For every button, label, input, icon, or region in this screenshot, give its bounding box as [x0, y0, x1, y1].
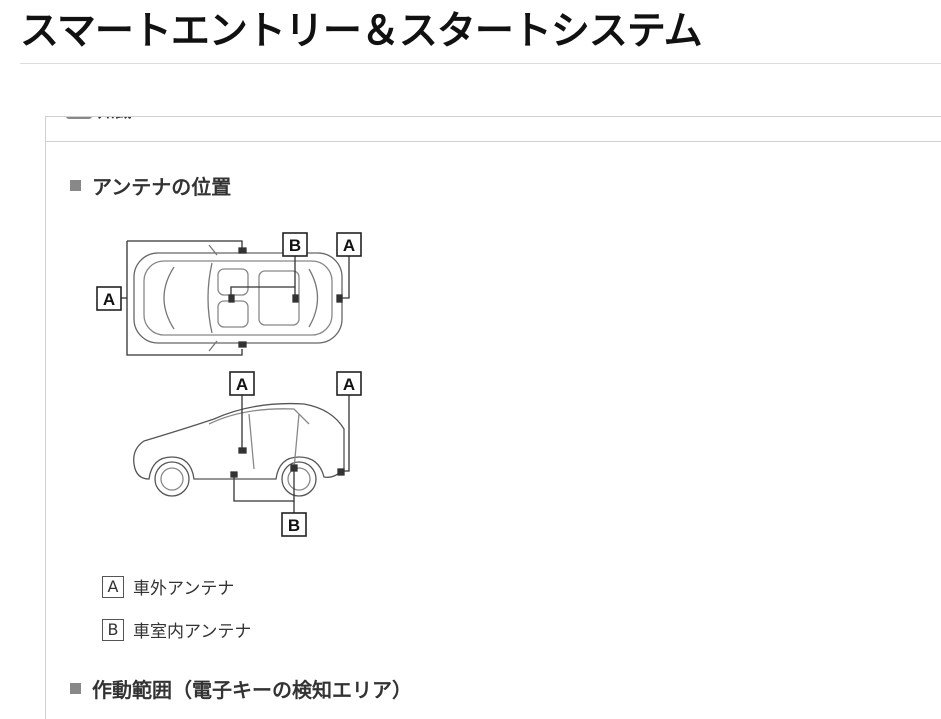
page-title: スマートエントリー＆スタートシステム — [20, 9, 703, 54]
square-bullet-icon — [70, 683, 81, 694]
legend-key-box: A — [102, 575, 124, 598]
svg-text:B: B — [289, 236, 301, 255]
svg-text:A: A — [343, 375, 355, 394]
legend-label: 車外アンテナ — [133, 579, 235, 599]
legend-item-a: A 車外アンテナ — [102, 574, 234, 599]
title-divider — [20, 63, 941, 64]
section-heading-operating-range: 作動範囲（電子キーの検知エリア） — [70, 674, 412, 703]
square-bullet-icon — [70, 180, 81, 191]
legend-item-b: B 車室内アンテナ — [102, 617, 251, 642]
label-a-side-rear: A — [336, 371, 362, 396]
car-side-view — [133, 402, 345, 497]
label-a-side-mid: A — [229, 371, 255, 396]
book-icon — [66, 117, 92, 119]
antenna-location-diagram: A B A A A B — [96, 232, 362, 537]
svg-text:A: A — [236, 375, 248, 394]
svg-text:A: A — [103, 290, 115, 309]
content-box: 知識 アンテナの位置 — [45, 116, 941, 719]
label-b-top: B — [282, 232, 308, 257]
label-a-top-right: A — [336, 232, 362, 257]
section-heading-antenna-position: アンテナの位置 — [70, 171, 231, 200]
svg-text:A: A — [343, 236, 355, 255]
svg-text:B: B — [288, 516, 300, 535]
car-top-view — [133, 244, 343, 352]
legend-key-box: B — [102, 618, 124, 641]
label-b-bottom: B — [281, 512, 307, 537]
section-heading-text: アンテナの位置 — [92, 175, 232, 199]
legend-label: 車室内アンテナ — [133, 622, 252, 642]
knowledge-label: 知識 — [98, 117, 132, 122]
section-heading-text: 作動範囲（電子キーの検知エリア） — [92, 678, 412, 702]
label-a-left: A — [96, 286, 122, 311]
knowledge-header: 知識 — [46, 117, 941, 142]
